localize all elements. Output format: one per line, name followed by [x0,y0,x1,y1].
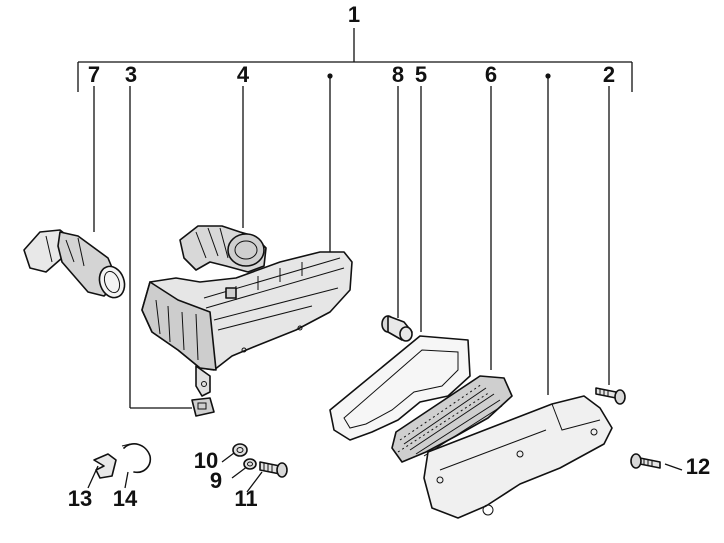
screw-12 [630,453,661,469]
screw-2 [595,387,626,405]
air-box-housing [141,251,353,397]
label-3: 3 [125,62,137,87]
plug [381,315,413,342]
washer-9 [243,458,257,470]
label-4: 4 [237,62,250,87]
reference-dot [545,73,551,79]
label-7: 7 [88,62,100,87]
bolt-11 [259,461,288,478]
air-box-cover [423,395,613,519]
gasket [329,335,471,441]
assembly-bracket [77,28,633,92]
washer-10 [232,443,248,457]
label-9: 9 [210,468,222,493]
clip [191,397,215,417]
label-2: 2 [603,62,615,87]
label-10: 10 [194,448,218,473]
intake-tube [23,229,126,299]
label-1: 1 [348,2,360,27]
label-12: 12 [686,454,710,479]
label-8: 8 [392,62,404,87]
label-6: 6 [485,62,497,87]
leader-lines [87,78,683,493]
label-5: 5 [415,62,427,87]
rubber-connector [179,225,267,273]
filter-element [391,375,513,463]
clamp-13 [93,453,117,479]
label-11: 11 [234,486,257,511]
label-13: 13 [68,486,92,511]
reference-dot [327,73,333,79]
hose-clip-14 [121,443,152,474]
label-14: 14 [113,486,138,511]
